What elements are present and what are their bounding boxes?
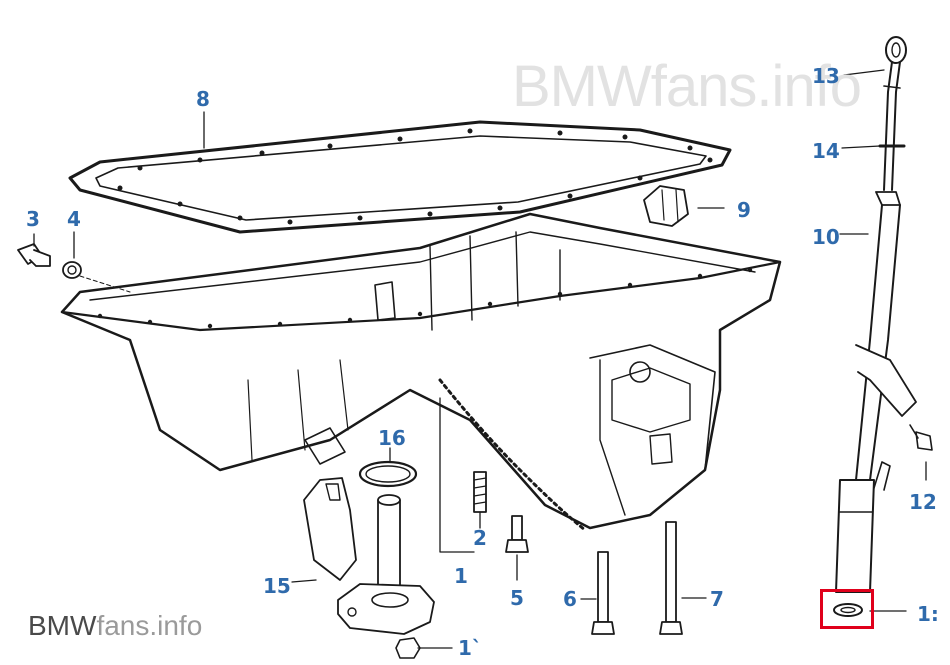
callout-5: 5: [510, 586, 524, 610]
dipstick: [883, 36, 907, 191]
stud: [473, 471, 487, 513]
callout-2: 2: [473, 526, 487, 550]
callout-8: 8: [196, 87, 210, 111]
highlight-box: [820, 589, 874, 629]
callout-6: 6: [563, 587, 577, 611]
callout-16: 16: [378, 426, 406, 450]
drain-plug-washer: [62, 261, 82, 279]
callout-12: 12: [909, 490, 937, 514]
highlighted-seal-ring: [833, 603, 863, 617]
callout-10: 10: [812, 225, 840, 249]
bolt-medium: [591, 551, 615, 635]
pickup-nut: [395, 637, 421, 659]
oil-pickup-pipe: [303, 477, 435, 635]
callout-3: 3: [26, 207, 40, 231]
bolt-short: [505, 515, 529, 553]
bolt-long: [659, 521, 683, 635]
callout-9: 9: [737, 198, 751, 222]
watermark-bottom: BMWfans.info: [28, 610, 203, 641]
watermark-top: BMWfans.info: [512, 54, 862, 119]
callout-14: 14: [812, 139, 840, 163]
callout-13: 13: [812, 64, 840, 88]
oil-pan-gasket: [68, 120, 732, 234]
pickup-o-ring: [358, 460, 418, 488]
oil-pan: [60, 212, 782, 532]
callout-4: 4: [67, 207, 81, 231]
drain-plug-leader: [79, 275, 131, 293]
guide-tube-bolt: [909, 424, 933, 451]
dipstick-guide-tube: [835, 191, 917, 593]
callout-1: 1: [454, 564, 468, 588]
rubber-cap: [643, 185, 689, 227]
drain-plug: [17, 243, 51, 267]
callout-partial-right: 1:: [917, 602, 939, 626]
callout-15: 15: [263, 574, 291, 598]
leader-lines: [33, 69, 927, 649]
callout-7: 7: [710, 587, 724, 611]
callout-partial-bottom: 1`: [458, 636, 482, 660]
